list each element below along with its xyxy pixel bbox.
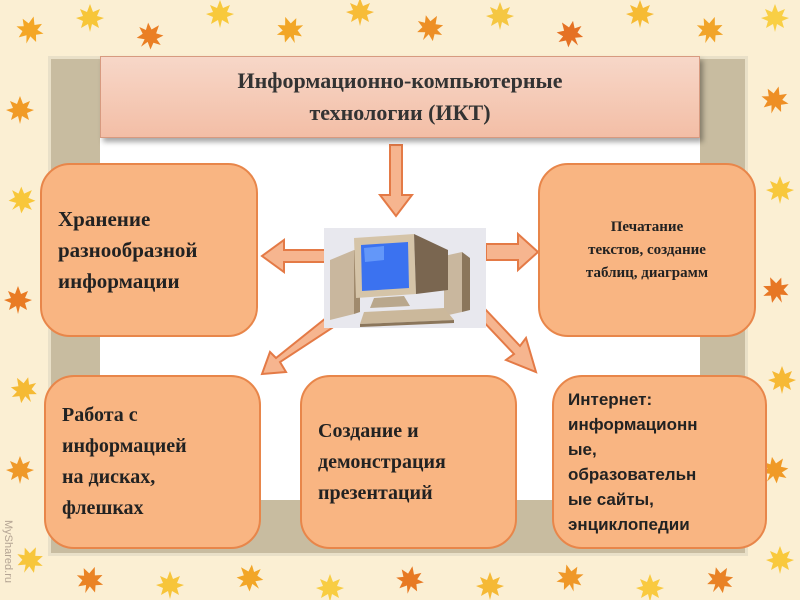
disks-line-2: информацией xyxy=(62,435,187,457)
arrow-right xyxy=(485,231,540,273)
presentations-line-2: демонстрация xyxy=(318,450,446,473)
internet-box: Интернет: информационн ые, образовательн… xyxy=(552,375,767,549)
disks-box: Работа с информацией на дисках, флешках xyxy=(44,375,261,549)
internet-line-3: ые, xyxy=(568,440,597,459)
arrow-down-right xyxy=(478,308,538,374)
presentations-line-1: Создание и xyxy=(318,419,419,442)
printing-line-3: таблиц, диаграмм xyxy=(585,264,709,281)
storage-line-3: информации xyxy=(58,268,180,293)
page-title: Информационно-компьютерные технологии (И… xyxy=(100,56,700,138)
disks-line-4: флешках xyxy=(62,497,144,519)
disks-line-3: на дисках, xyxy=(62,466,156,488)
disks-line-1: Работа с xyxy=(62,404,138,426)
computer-icon xyxy=(324,228,486,328)
internet-line-6: энциклопедии xyxy=(568,515,690,534)
title-line-2: технологии (ИКТ) xyxy=(309,100,491,125)
presentations-line-3: презентаций xyxy=(318,481,433,504)
internet-line-5: ые сайты, xyxy=(568,490,654,509)
arrow-down-left xyxy=(260,316,334,376)
title-line-1: Информационно-компьютерные xyxy=(237,68,563,93)
watermark: MyShared.ru xyxy=(2,520,14,583)
arrow-down xyxy=(377,144,415,218)
storage-line-1: Хранение xyxy=(58,206,151,231)
arrow-left xyxy=(260,238,327,274)
storage-line-2: разнообразной xyxy=(58,237,198,262)
internet-line-4: образовательн xyxy=(568,465,697,484)
printing-line-2: текстов, создание xyxy=(588,241,706,258)
internet-line-2: информационн xyxy=(568,415,698,434)
storage-box: Хранение разнообразной информации xyxy=(40,163,258,337)
printing-box: Печатание текстов, создание таблиц, диаг… xyxy=(538,163,756,337)
printing-line-1: Печатание xyxy=(610,218,684,235)
internet-line-1: Интернет: xyxy=(568,390,653,409)
presentations-box: Создание и демонстрация презентаций xyxy=(300,375,517,549)
